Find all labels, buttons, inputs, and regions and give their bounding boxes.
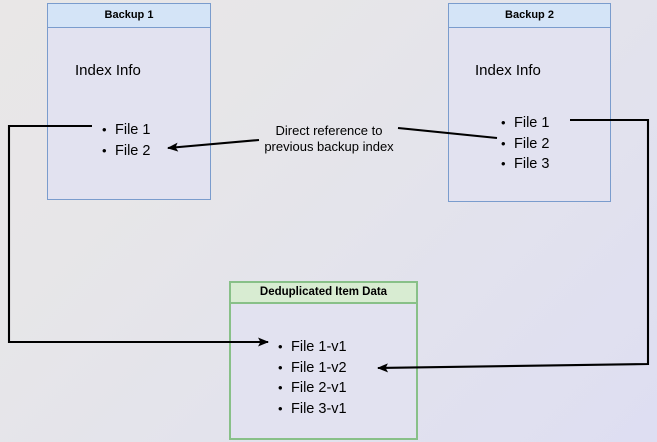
backup-1-index-info-label: Index Info — [75, 62, 141, 79]
dedup-item-3-label: File 3-v1 — [291, 400, 347, 417]
list-item: File 2 — [501, 134, 549, 155]
backup-2-title: Backup 2 — [449, 4, 610, 28]
deduplicated-item-list: File 1-v1 File 1-v2 File 2-v1 File 3-v1 — [278, 337, 347, 419]
list-item: File 1 — [102, 120, 150, 141]
backup-2-file-2-label: File 3 — [514, 156, 550, 172]
backup-1-body: Index Info File 1 File 2 — [48, 28, 210, 200]
backup-1-file-list: File 1 File 2 — [102, 120, 150, 161]
list-item: File 1-v2 — [278, 358, 347, 379]
list-item: File 3-v1 — [278, 399, 347, 420]
backup-1-title: Backup 1 — [48, 4, 210, 28]
deduplicated-item-data-title: Deduplicated Item Data — [231, 283, 416, 304]
deduplicated-item-data-box: Deduplicated Item Data File 1-v1 File 1-… — [229, 281, 418, 440]
backup-2-file-list: File 1 File 2 File 3 — [501, 113, 549, 175]
caption-line-2: previous backup index — [264, 139, 394, 154]
list-item: File 1 — [501, 113, 549, 134]
backup-2-file-0-label: File 1 — [514, 115, 550, 131]
backup-2-index-info-label: Index Info — [475, 62, 541, 79]
dedup-item-2-label: File 2-v1 — [291, 380, 347, 396]
backup-1-box: Backup 1 Index Info File 1 File 2 — [47, 3, 211, 200]
list-item: File 1-v1 — [278, 337, 347, 358]
caption-line-1: Direct reference to — [275, 123, 383, 138]
backup-1-file-0-label: File 1 — [115, 122, 151, 138]
list-item: File 2 — [102, 141, 150, 162]
list-item: File 2-v1 — [278, 378, 347, 399]
dedup-item-1-label: File 1-v2 — [291, 359, 347, 376]
deduplicated-item-data-body: File 1-v1 File 1-v2 File 2-v1 File 3-v1 — [231, 304, 416, 440]
dedup-item-0-label: File 1-v1 — [291, 339, 347, 355]
list-item: File 3 — [501, 154, 549, 175]
backup-1-file-1-label: File 2 — [115, 142, 151, 159]
backup-2-file-1-label: File 2 — [514, 135, 550, 152]
direct-reference-caption: Direct reference to previous backup inde… — [264, 123, 394, 155]
backup-2-body: Index Info File 1 File 2 File 3 — [449, 28, 610, 202]
backup-2-box: Backup 2 Index Info File 1 File 2 File 3 — [448, 3, 611, 202]
